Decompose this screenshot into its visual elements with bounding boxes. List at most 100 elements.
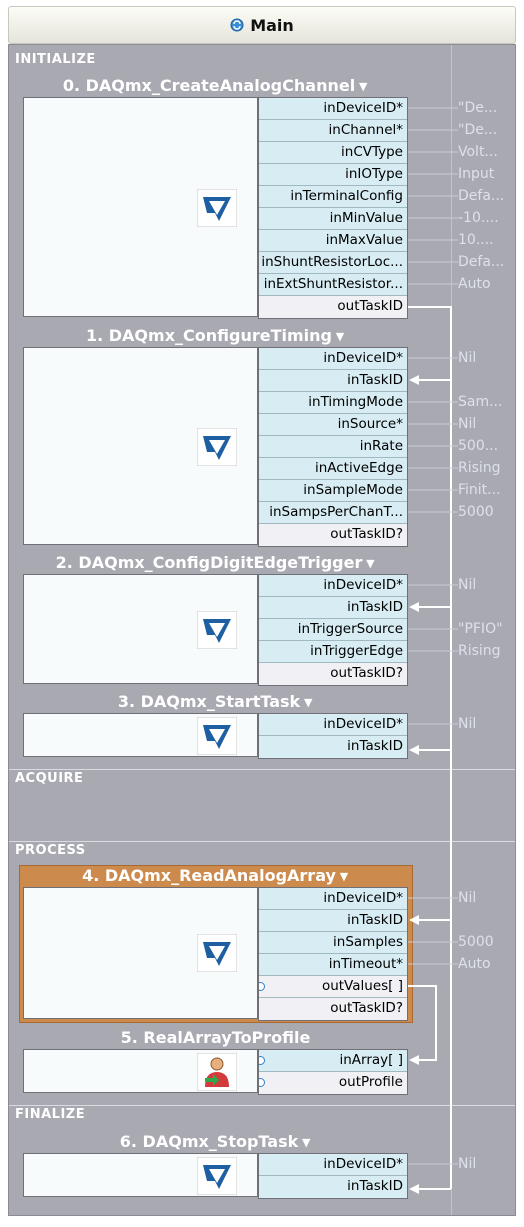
block-body[interactable] [23, 887, 258, 1019]
port-out-task-id[interactable]: outTaskID? [259, 524, 407, 546]
port-value[interactable]: Finit... [458, 482, 501, 498]
port-in-shunt-resistor-loc[interactable]: inShuntResistorLoc... [259, 252, 407, 274]
port-in-task-id[interactable]: inTaskID [259, 736, 407, 758]
port-value[interactable]: Nil [458, 890, 477, 906]
block-title[interactable]: 4. DAQmx_ReadAnalogArray▼ [82, 866, 349, 885]
ni-logo-icon [197, 1157, 237, 1195]
block-body[interactable] [23, 347, 258, 545]
port-in-trigger-edge[interactable]: inTriggerEdge [259, 641, 407, 663]
port-in-active-edge[interactable]: inActiveEdge [259, 458, 407, 480]
value-column: "De... "De... Volt... Input Defa... -10.… [458, 97, 516, 295]
arrow-left-icon [409, 375, 419, 385]
port-in-samples[interactable]: inSamples [259, 932, 407, 954]
block-body[interactable] [23, 97, 258, 317]
block-body[interactable] [23, 1153, 258, 1197]
port-list: inDeviceID* inTaskID inTriggerSource inT… [258, 574, 408, 686]
arrow-down-icon[interactable]: ▼ [335, 330, 345, 343]
port-value[interactable]: Defa... [458, 188, 505, 204]
port-in-sample-mode[interactable]: inSampleMode [259, 480, 407, 502]
port-list: inDeviceID* inTaskID inTimingMode inSour… [258, 347, 408, 547]
port-value[interactable]: Input [458, 166, 495, 182]
block-body[interactable] [23, 1049, 258, 1093]
port-in-task-id[interactable]: inTaskID [259, 370, 407, 392]
port-value[interactable]: Rising [458, 643, 501, 659]
port-value[interactable]: Nil [458, 577, 477, 593]
value-column: Nil Sam... Nil 500... Rising Finit... 50… [458, 347, 516, 523]
port-in-task-id[interactable]: inTaskID [259, 597, 407, 619]
section-initialize: INITIALIZE [15, 52, 96, 67]
arrow-down-icon[interactable]: ▼ [358, 80, 368, 93]
port-in-samps-per-chan[interactable]: inSampsPerChanT... [259, 502, 407, 524]
block-title[interactable]: 0. DAQmx_CreateAnalogChannel▼ [62, 76, 368, 95]
port-out-values[interactable]: outValues[ ] [259, 976, 407, 998]
port-value[interactable]: Auto [458, 276, 491, 292]
port-value[interactable]: Nil [458, 1156, 477, 1172]
port-in-timeout[interactable]: inTimeout* [259, 954, 407, 976]
values-wire[interactable] [408, 985, 437, 1061]
block-title[interactable]: 5. RealArrayToProfile [120, 1028, 311, 1047]
port-value[interactable]: Defa... [458, 254, 505, 270]
port-in-task-id[interactable]: inTaskID [259, 910, 407, 932]
port-in-task-id[interactable]: inTaskID [259, 1176, 407, 1198]
port-value[interactable]: Nil [458, 716, 477, 732]
port-in-max-value[interactable]: inMaxValue [259, 230, 407, 252]
port-value[interactable]: "De... [458, 122, 498, 138]
ni-logo-icon [197, 189, 237, 227]
arrow-down-icon[interactable]: ▼ [303, 696, 313, 709]
port-value[interactable]: Nil [458, 416, 477, 432]
port-value[interactable]: "De... [458, 100, 498, 116]
port-value[interactable]: 10.... [458, 232, 494, 248]
diagram-canvas[interactable]: INITIALIZE ACQUIRE PROCESS FINALIZE 0. D… [8, 44, 516, 1216]
port-in-channel[interactable]: inChannel* [259, 120, 407, 142]
port-in-device-id[interactable]: inDeviceID* [259, 888, 407, 910]
port-in-device-id[interactable]: inDeviceID* [259, 98, 407, 120]
arrow-down-icon[interactable]: ▼ [339, 870, 349, 883]
port-in-io-type[interactable]: inIOType [259, 164, 407, 186]
port-value[interactable]: Rising [458, 460, 501, 476]
port-out-task-id[interactable]: outTaskID? [259, 663, 407, 685]
block-title[interactable]: 3. DAQmx_StartTask▼ [117, 692, 313, 711]
connector-dot-icon [259, 982, 265, 991]
port-in-device-id[interactable]: inDeviceID* [259, 348, 407, 370]
port-value[interactable]: Nil [458, 350, 477, 366]
port-in-device-id[interactable]: inDeviceID* [259, 575, 407, 597]
port-in-ext-shunt-resistor[interactable]: inExtShuntResistor... [259, 274, 407, 296]
value-column: Nil [458, 713, 516, 757]
block-body[interactable] [23, 713, 258, 757]
task-id-wire[interactable] [408, 306, 452, 1189]
port-in-device-id[interactable]: inDeviceID* [259, 1154, 407, 1176]
port-in-rate[interactable]: inRate [259, 436, 407, 458]
port-value[interactable]: 5000 [458, 504, 494, 520]
port-value[interactable]: 5000 [458, 934, 494, 950]
port-out-task-id[interactable]: outTaskID [259, 296, 407, 318]
refresh-icon [230, 18, 244, 32]
ni-logo-icon [197, 611, 237, 649]
port-value[interactable]: 500... [458, 438, 499, 454]
port-in-timing-mode[interactable]: inTimingMode [259, 392, 407, 414]
port-list: inArray[ ] outProfile [258, 1049, 408, 1095]
port-in-min-value[interactable]: inMinValue [259, 208, 407, 230]
port-list: inDeviceID* inChannel* inCVType inIOType… [258, 97, 408, 319]
block-body[interactable] [23, 574, 258, 684]
port-value[interactable]: -10.... [458, 210, 499, 226]
port-in-array[interactable]: inArray[ ] [259, 1050, 407, 1072]
port-value[interactable]: Sam... [458, 394, 503, 410]
port-value[interactable]: "PFIO" [458, 621, 503, 637]
port-value[interactable]: Auto [458, 956, 491, 972]
port-in-source[interactable]: inSource* [259, 414, 407, 436]
port-in-terminal-config[interactable]: inTerminalConfig [259, 186, 407, 208]
port-in-device-id[interactable]: inDeviceID* [259, 714, 407, 736]
section-divider [9, 1105, 515, 1106]
port-in-cv-type[interactable]: inCVType [259, 142, 407, 164]
port-out-task-id[interactable]: outTaskID? [259, 998, 407, 1020]
window-title-bar: Main [8, 6, 516, 44]
arrow-down-icon[interactable]: ▼ [302, 1136, 311, 1149]
block-title[interactable]: 6. DAQmx_StopTask▼ [119, 1132, 311, 1151]
block-title[interactable]: 1. DAQmx_ConfigureTiming▼ [85, 326, 345, 345]
arrow-left-icon [409, 602, 419, 612]
arrow-down-icon[interactable]: ▼ [366, 557, 375, 570]
block-title[interactable]: 2. DAQmx_ConfigDigitEdgeTrigger▼ [55, 553, 375, 572]
port-in-trigger-source[interactable]: inTriggerSource [259, 619, 407, 641]
port-out-profile[interactable]: outProfile [259, 1072, 407, 1094]
port-value[interactable]: Volt... [458, 144, 498, 160]
